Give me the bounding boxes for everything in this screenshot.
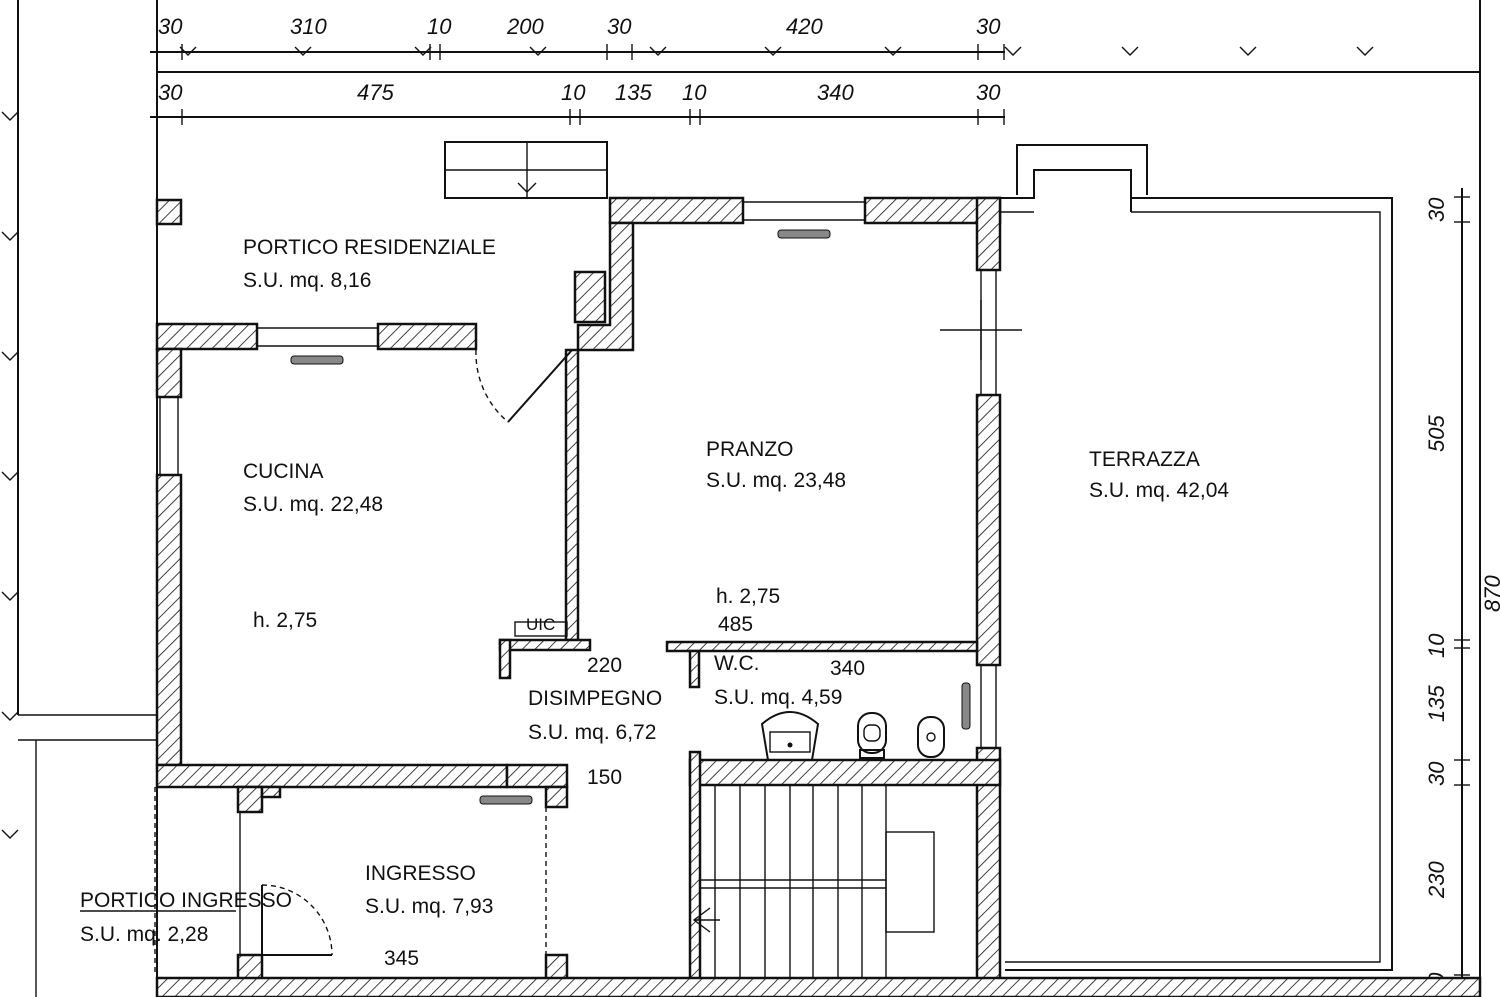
wc-dim: 340 bbox=[830, 657, 865, 680]
left-arrow-markers bbox=[1, 111, 19, 839]
dim-top2-5: 340 bbox=[817, 80, 854, 105]
wc-area: S.U. mq. 4,59 bbox=[714, 686, 842, 709]
walls bbox=[155, 196, 1482, 997]
dim-top2-0: 30 bbox=[158, 80, 183, 105]
cucina-area: S.U. mq. 22,48 bbox=[243, 493, 383, 516]
radiator-wc bbox=[961, 682, 971, 730]
radiator-pranzo bbox=[777, 229, 831, 239]
dimension-chain-top-2: 30 475 10 135 10 340 30 bbox=[150, 80, 1005, 125]
portico-residenziale-name: PORTICO RESIDENZIALE bbox=[243, 236, 496, 259]
cucina-height: h. 2,75 bbox=[253, 609, 317, 632]
dim-top2-1: 475 bbox=[357, 80, 394, 105]
wc-name: W.C. bbox=[714, 652, 760, 675]
disimpegno-area: S.U. mq. 6,72 bbox=[528, 721, 656, 744]
dim-top1-6: 30 bbox=[976, 14, 1001, 39]
disimpegno-dim-bottom: 150 bbox=[587, 766, 622, 789]
radiator-ingresso bbox=[479, 795, 533, 805]
dimension-chain-right: 30 505 10 135 30 230 30 870 bbox=[1424, 188, 1500, 997]
top-structures bbox=[444, 141, 1148, 212]
pranzo-height: h. 2,75 bbox=[716, 585, 780, 608]
uic-label: UIC bbox=[526, 615, 555, 634]
dim-top2-3: 135 bbox=[615, 80, 652, 105]
portico-ingresso-lines bbox=[154, 786, 238, 975]
dim-top1-3: 200 bbox=[506, 14, 544, 39]
dim-top2-2: 10 bbox=[561, 80, 586, 105]
bidet-icon bbox=[917, 716, 945, 758]
pranzo-dim: 485 bbox=[718, 613, 753, 636]
ingresso-dim: 345 bbox=[384, 947, 419, 970]
doors bbox=[239, 349, 573, 956]
dim-right-partial: 870 bbox=[1480, 575, 1500, 612]
dim-top1-4: 30 bbox=[607, 14, 632, 39]
uic-box: UIC bbox=[514, 615, 568, 637]
terrazza-name: TERRAZZA bbox=[1089, 448, 1200, 471]
dim-top2-6: 30 bbox=[976, 80, 1001, 105]
dim-right-3: 135 bbox=[1424, 685, 1449, 722]
dim-top1-5: 420 bbox=[786, 14, 823, 39]
portico-residenziale-area: S.U. mq. 8,16 bbox=[243, 269, 371, 292]
terrazza-outline bbox=[1000, 195, 1393, 971]
dim-top2-4: 10 bbox=[682, 80, 707, 105]
wc-fixtures bbox=[760, 711, 945, 761]
ingresso-name: INGRESSO bbox=[365, 862, 476, 885]
staircase bbox=[692, 784, 977, 978]
disimpegno-dim-top: 220 bbox=[587, 654, 622, 677]
toilet-icon bbox=[857, 712, 887, 759]
radiators bbox=[290, 229, 971, 805]
outer-frame bbox=[17, 0, 1481, 997]
washbasin-icon bbox=[760, 711, 820, 761]
dim-right-2: 10 bbox=[1424, 633, 1449, 658]
windows bbox=[159, 201, 1022, 748]
dim-top1-2: 10 bbox=[427, 14, 452, 39]
room-labels: PORTICO RESIDENZIALE S.U. mq. 8,16 CUCIN… bbox=[80, 236, 1229, 970]
cucina-name: CUCINA bbox=[243, 460, 324, 483]
dim-top1-0: 30 bbox=[158, 14, 183, 39]
dimension-chain-top-1: 30 310 10 200 30 420 30 bbox=[150, 14, 1374, 60]
terrazza-area: S.U. mq. 42,04 bbox=[1089, 479, 1229, 502]
portico-ingresso-area: S.U. mq. 2,28 bbox=[80, 923, 208, 946]
pranzo-area: S.U. mq. 23,48 bbox=[706, 469, 846, 492]
dim-right-5: 230 bbox=[1424, 861, 1449, 899]
dim-right-1: 505 bbox=[1424, 415, 1449, 452]
dim-top1-1: 310 bbox=[290, 14, 327, 39]
disimpegno-name: DISIMPEGNO bbox=[528, 687, 662, 710]
dim-right-4: 30 bbox=[1424, 761, 1449, 786]
dim-right-0: 30 bbox=[1424, 197, 1449, 222]
portico-ingresso-name: PORTICO INGRESSO bbox=[80, 889, 292, 912]
pranzo-name: PRANZO bbox=[706, 438, 794, 461]
ingresso-area: S.U. mq. 7,93 bbox=[365, 895, 493, 918]
radiator-cucina bbox=[290, 355, 344, 365]
